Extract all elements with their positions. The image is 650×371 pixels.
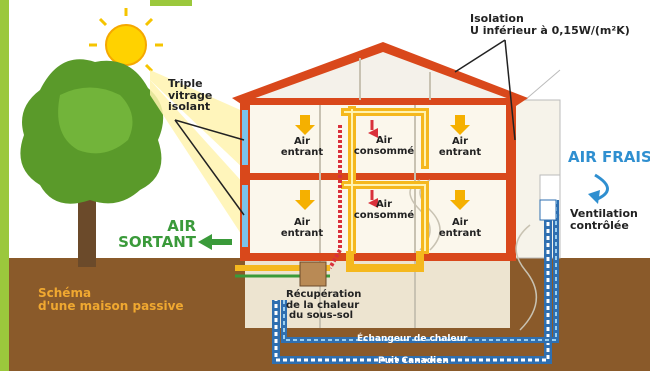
- ceiling: [240, 98, 516, 105]
- fresh-air-pipe: [272, 200, 559, 364]
- left-accent-bar: [0, 0, 9, 371]
- heat-recovery-label: Récupération de la chaleur du sous-sol: [286, 289, 362, 321]
- ventilation-label: Ventilation contrôlée: [570, 207, 638, 232]
- heat-exchanger-label: Échangeur de chaleur: [357, 334, 468, 344]
- fresh-air-arrowhead: [588, 190, 600, 204]
- insulation-label: Isolation U inférieur à 0,15W/(m²K): [470, 12, 630, 37]
- window-lower: [242, 185, 248, 247]
- air-out-label: AIR SORTANT: [118, 217, 196, 251]
- air-flow-arrows: [295, 115, 470, 210]
- top-accent-bar: [150, 0, 192, 6]
- canadian-well-label: Puit Canadien: [378, 356, 449, 366]
- exhaust-air-ducts: [328, 120, 374, 269]
- fresh-air-label: AIR FRAIS: [568, 148, 650, 166]
- callout-lines: [174, 39, 516, 216]
- sunlight-beams: [150, 70, 245, 240]
- glazing-label: Triple vitrage isolant: [168, 77, 213, 114]
- exhaust-arrows: [368, 128, 378, 208]
- scheme-title: Schéma d'une maison passive: [38, 286, 184, 313]
- ground-floor: [240, 253, 516, 261]
- heat-recovery-unit: [299, 261, 327, 287]
- ventilation-unit: [539, 199, 557, 221]
- middle-floor: [240, 173, 516, 180]
- warm-air-ducts: [341, 106, 429, 272]
- tree-illustration: [20, 59, 164, 267]
- air-out-arrow: [198, 234, 232, 250]
- attic: [250, 52, 512, 100]
- interior-frame: [319, 58, 431, 328]
- window-upper: [242, 110, 248, 165]
